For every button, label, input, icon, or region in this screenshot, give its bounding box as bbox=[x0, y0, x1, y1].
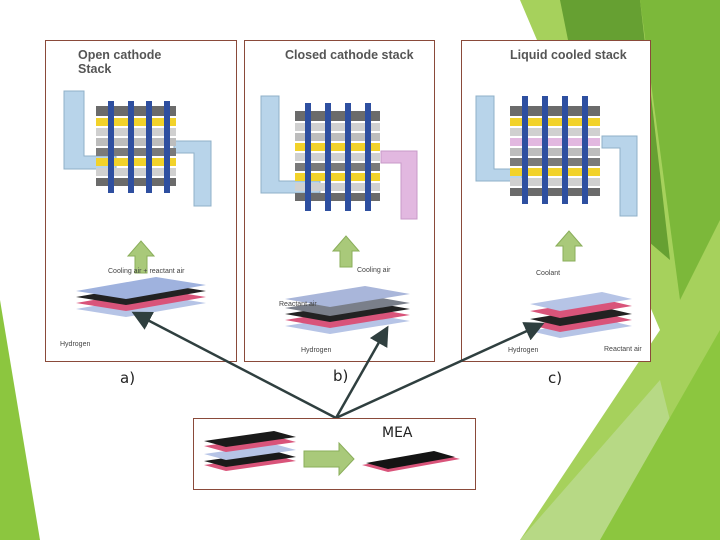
panel-a-hydrogen-annotation: Hydrogen bbox=[60, 341, 91, 348]
up-arrow-c bbox=[554, 230, 584, 262]
mea-label: MEA bbox=[382, 425, 413, 441]
panel-c-coolant-annotation: Coolant bbox=[536, 270, 561, 277]
panel-open-cathode: Open cathode Stack bbox=[45, 40, 237, 362]
label-a: a) bbox=[120, 369, 136, 387]
mea-exploded-layers bbox=[204, 431, 296, 471]
panel-liquid-cooled: Liquid cooled stack C bbox=[461, 40, 651, 362]
panel-a-title-line2: Stack bbox=[78, 62, 112, 76]
label-c: c) bbox=[548, 369, 563, 387]
label-b: b) bbox=[333, 367, 349, 385]
up-arrow-b bbox=[331, 235, 361, 268]
connector-arrow-c bbox=[335, 322, 545, 420]
up-arrow-a bbox=[126, 240, 156, 274]
open-cathode-stack-illustration bbox=[63, 90, 212, 317]
left-corner-decoration bbox=[0, 300, 40, 540]
mea-right-arrow bbox=[303, 441, 355, 477]
panel-c-reactant-annotation: Reactant air bbox=[604, 346, 642, 353]
panel-b-hydrogen-annotation: Hydrogen bbox=[301, 347, 332, 354]
mea-panel: MEA bbox=[193, 418, 476, 490]
panel-a-air-annotation: Cooling air + reactant air bbox=[108, 268, 185, 275]
panel-c-title: Liquid cooled stack bbox=[510, 48, 627, 62]
closed-cathode-stack-illustration bbox=[260, 95, 418, 334]
connector-arrow-a bbox=[131, 311, 337, 420]
connector-arrow-b bbox=[334, 325, 389, 419]
mea-illustration bbox=[204, 431, 460, 477]
panel-b-reactant-annotation: Reactant air bbox=[279, 301, 317, 308]
liquid-cooled-stack-illustration bbox=[475, 95, 638, 338]
mea-assembled bbox=[362, 451, 460, 472]
panel-b-cooling-annotation: Cooling air bbox=[357, 267, 391, 274]
panel-b-title: Closed cathode stack bbox=[285, 48, 414, 62]
panel-closed-cathode: Closed cathode stack bbox=[244, 40, 435, 362]
panel-c-hydrogen-annotation: Hydrogen bbox=[508, 347, 539, 354]
panel-a-title-line1: Open cathode bbox=[78, 48, 162, 62]
